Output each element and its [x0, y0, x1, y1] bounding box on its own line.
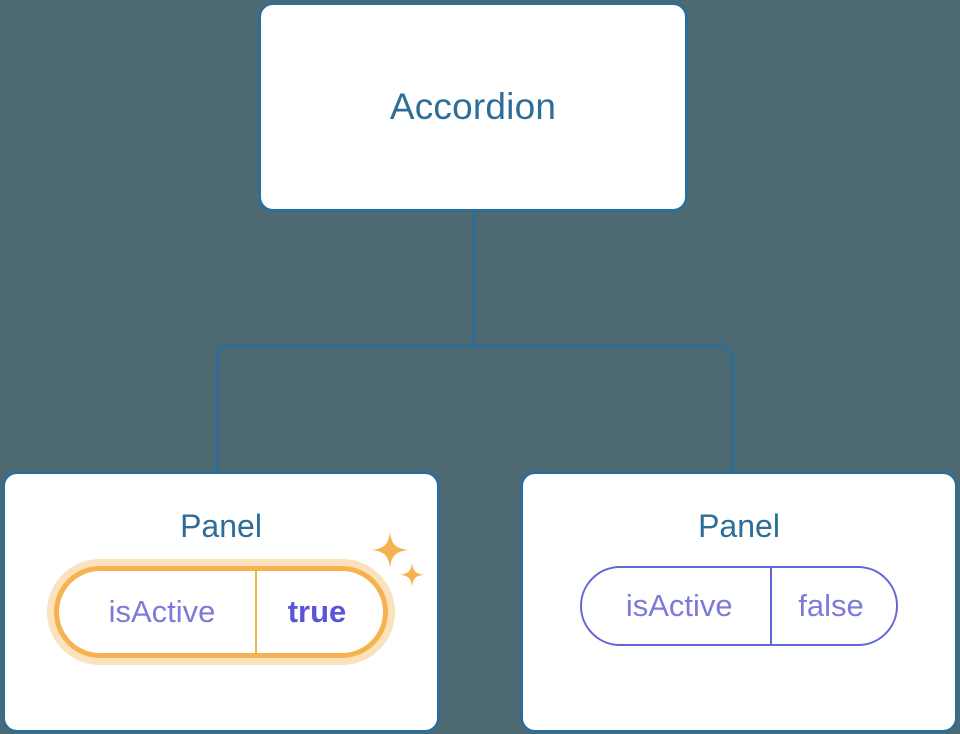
prop-key: isActive	[625, 588, 733, 624]
sparkle-small-icon	[400, 563, 424, 587]
node-panel-active-title: Panel	[180, 508, 262, 544]
node-accordion-title: Accordion	[389, 85, 557, 127]
prop-key: isActive	[108, 594, 216, 630]
prop-pill-isactive-true[interactable]: isActive true	[54, 532, 424, 659]
node-panel-inactive[interactable]: Panel isActive false	[520, 471, 958, 733]
node-panel-active[interactable]: Panel isActive true	[2, 471, 440, 733]
node-accordion[interactable]: Accordion	[258, 2, 688, 212]
connector-branch-bar	[215, 344, 735, 471]
prop-pill[interactable]: isActive true	[54, 566, 388, 659]
sparkle-icon	[372, 532, 408, 569]
prop-value: false	[770, 568, 895, 645]
prop-value: true	[255, 571, 383, 654]
prop-pill[interactable]: isActive false	[580, 566, 898, 647]
prop-pill-isactive-false[interactable]: isActive false	[580, 566, 898, 647]
node-panel-inactive-title: Panel	[698, 508, 780, 544]
